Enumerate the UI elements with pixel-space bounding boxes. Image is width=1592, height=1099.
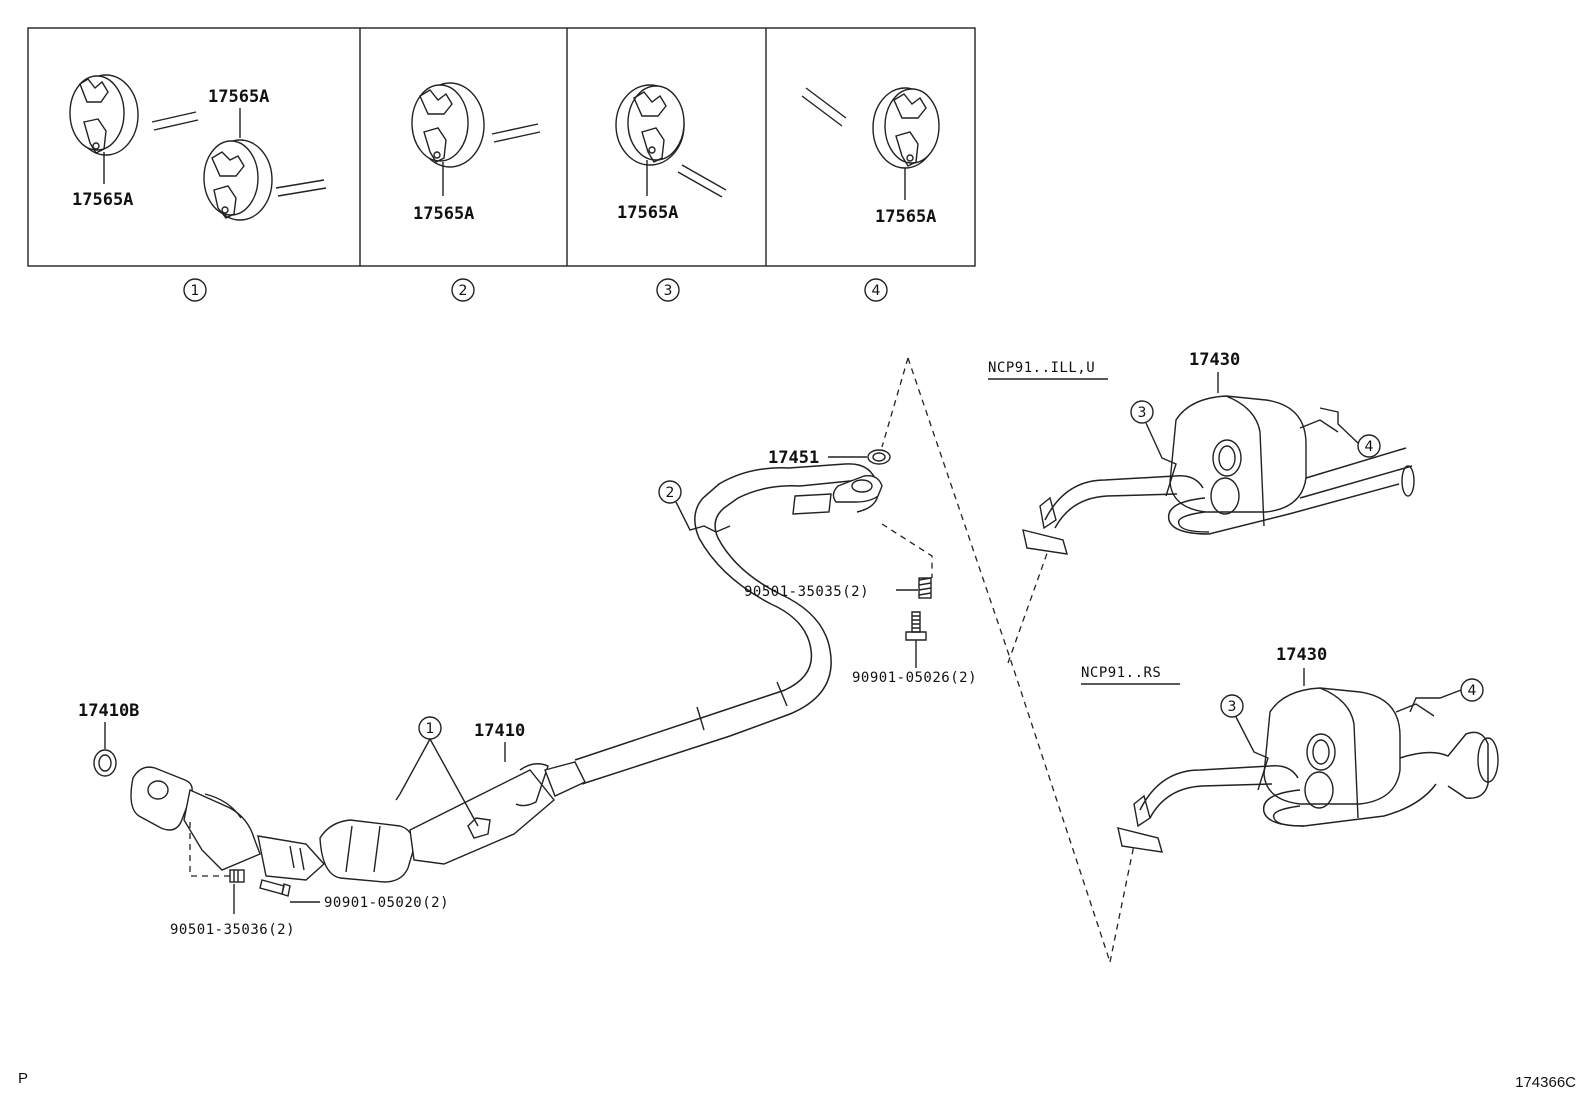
callout-circle — [658, 480, 682, 504]
callout-circle — [183, 278, 207, 302]
callout-circle — [1130, 400, 1154, 424]
front-exhaust-assembly: 17410B — [78, 448, 977, 938]
part-label-90901-05026: 90901-05026(2) — [852, 670, 977, 686]
gasket-icon — [93, 749, 117, 777]
callout-circle — [1357, 434, 1381, 458]
hanger-rod-icon — [151, 111, 199, 131]
rear-muffler-top: NCP91..ILL,U 17430 3 4 — [988, 350, 1415, 555]
rubber-hanger-icon — [203, 139, 273, 221]
panel-index-label: 4 — [872, 283, 881, 299]
rubber-hanger-icon — [69, 74, 139, 156]
gasket-icon — [867, 449, 891, 465]
part-label-17430: 17430 — [1276, 645, 1327, 665]
callout-label-4: 4 — [1365, 439, 1374, 455]
callout-label-4: 4 — [1468, 683, 1477, 699]
footer-left-mark: P — [18, 1070, 28, 1087]
part-label-17565A: 17565A — [617, 203, 678, 223]
center-pipe-icon — [409, 463, 883, 865]
hanger-panels: 17565A 17565A 1 — [27, 27, 976, 302]
callout-label-2: 2 — [666, 485, 675, 501]
bolt-icon — [259, 879, 291, 897]
hanger-rod-icon — [801, 87, 847, 127]
part-label-17565A: 17565A — [875, 207, 936, 227]
spring-icon — [918, 577, 932, 599]
variant-label-top: NCP91..ILL,U — [988, 360, 1095, 376]
hanger-panel-frame — [27, 27, 976, 267]
part-label-17410: 17410 — [474, 721, 525, 741]
hanger-rod-icon — [491, 123, 541, 143]
callout-circle — [451, 278, 475, 302]
part-label-90901-05020: 90901-05020(2) — [324, 895, 449, 911]
callout-label-3: 3 — [1138, 405, 1147, 421]
part-label-90501-35036: 90501-35036(2) — [170, 922, 295, 938]
part-label-17565A: 17565A — [413, 204, 474, 224]
part-label-17430: 17430 — [1189, 350, 1240, 370]
panel-index-label: 2 — [459, 283, 468, 299]
muffler-icon — [1022, 395, 1415, 555]
panel-index-label: 3 — [664, 283, 673, 299]
bolt-icon — [905, 611, 927, 641]
callout-circle — [864, 278, 888, 302]
exhaust-manifold-converter-icon — [130, 766, 415, 883]
rear-muffler-bottom: NCP91..RS 17430 3 4 — [1081, 645, 1499, 853]
part-label-17410B: 17410B — [78, 701, 139, 721]
hanger-rod-icon — [275, 179, 327, 197]
rubber-hanger-icon — [411, 82, 485, 168]
hanger-rod-icon — [677, 164, 727, 198]
rubber-hanger-icon — [615, 84, 685, 166]
spring-icon — [229, 869, 245, 883]
variant-label-bottom: NCP91..RS — [1081, 665, 1161, 681]
part-label-17565A: 17565A — [72, 190, 133, 210]
part-label-17451: 17451 — [768, 448, 819, 468]
hanger-panel-1: 17565A 17565A 1 — [69, 74, 327, 302]
hanger-panel-4: 17565A 4 — [801, 87, 940, 302]
panel-index-label: 1 — [191, 283, 200, 299]
diagram-id: 174366C — [1515, 1074, 1576, 1091]
callout-circle — [656, 278, 680, 302]
connection-lines — [881, 357, 1136, 963]
muffler-icon — [1117, 687, 1499, 853]
hanger-panel-3: 17565A 3 — [615, 84, 727, 302]
callout-circle — [1220, 694, 1244, 718]
callout-label-1: 1 — [426, 721, 435, 737]
rubber-hanger-icon — [872, 87, 940, 169]
hanger-panel-2: 17565A 2 — [411, 82, 541, 302]
part-label-90501-35035: 90501-35035(2) — [744, 584, 869, 600]
callout-label-3: 3 — [1228, 699, 1237, 715]
part-label-17565A: 17565A — [208, 87, 269, 107]
